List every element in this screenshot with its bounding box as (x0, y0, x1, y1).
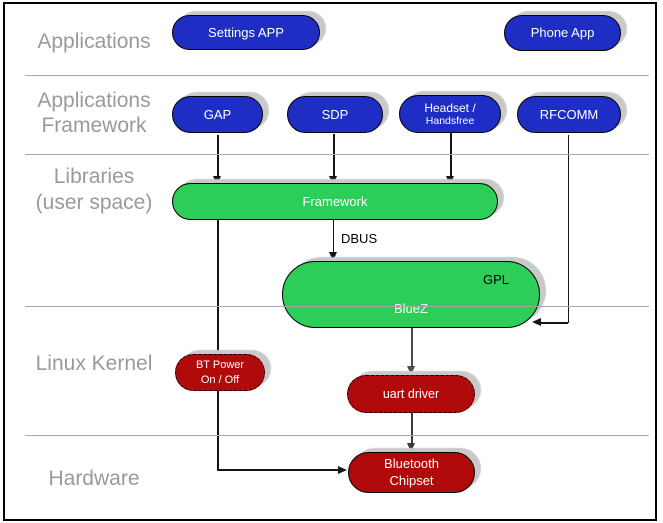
arrowhead-power-chipset (338, 465, 347, 474)
node-bt-power-on-off: BT Power On / Off (175, 354, 265, 391)
connector-framework-to-chipset-horizontal (217, 469, 339, 471)
row-label-applications-framework: Applications Framework (37, 89, 151, 137)
headset-label-line1: Headset / (424, 100, 476, 115)
connector-rfcomm-to-bluez-horizontal (541, 322, 568, 324)
headset-label-line2: Handsfree (425, 114, 475, 127)
connector-bluez-to-uart (411, 328, 413, 367)
arrowhead-dbus-bluez (328, 252, 337, 261)
divider-linux-kernel (25, 435, 649, 436)
node-rfcomm: RFCOMM (517, 96, 621, 133)
connector-uart-to-chipset (411, 413, 413, 445)
arrowhead-uart-chipset (407, 443, 415, 452)
node-gap: GAP (172, 96, 263, 133)
arrowhead-headset-framework (446, 176, 454, 185)
divider-applications (25, 75, 649, 76)
node-headset-handsfree: Headset / Handsfree (399, 95, 501, 133)
connector-headset-to-framework (450, 133, 452, 184)
node-phone-app: Phone App (504, 15, 621, 51)
divider-libraries (25, 306, 649, 307)
arrowhead-rfcomm-bluez (532, 318, 541, 326)
row-label-applications: Applications (37, 30, 151, 53)
node-bluetooth-chipset: Bluetooth Chipset (348, 452, 475, 493)
node-framework: Framework (172, 183, 498, 220)
dbus-edge-label: DBUS (341, 231, 378, 246)
connector-rfcomm-to-bluez-vertical (567, 135, 569, 323)
node-uart-driver: uart driver (347, 375, 475, 413)
bluez-label: BlueZ (394, 301, 428, 316)
bluez-gpl-license-label: GPL (482, 272, 509, 287)
connector-framework-to-bluez-dbus (332, 220, 334, 254)
row-label-hardware: Hardware (48, 467, 140, 490)
node-bluez: BlueZ GPL (282, 261, 540, 328)
row-label-libraries-user-space: Libraries (user space) (35, 165, 153, 214)
connector-framework-to-chipset-vertical (217, 220, 219, 470)
connector-gap-to-framework (217, 135, 219, 184)
row-label-linux-kernel: Linux Kernel (35, 352, 153, 375)
arrowhead-gap-framework (213, 176, 221, 185)
connector-sdp-to-framework (333, 134, 335, 184)
node-settings-app: Settings APP (172, 15, 320, 50)
arrowhead-bluez-uart (407, 366, 415, 375)
diagram-outer-border (3, 2, 657, 521)
node-sdp: SDP (287, 96, 383, 133)
arrowhead-sdp-framework (329, 176, 337, 185)
divider-applications-framework (25, 154, 649, 155)
